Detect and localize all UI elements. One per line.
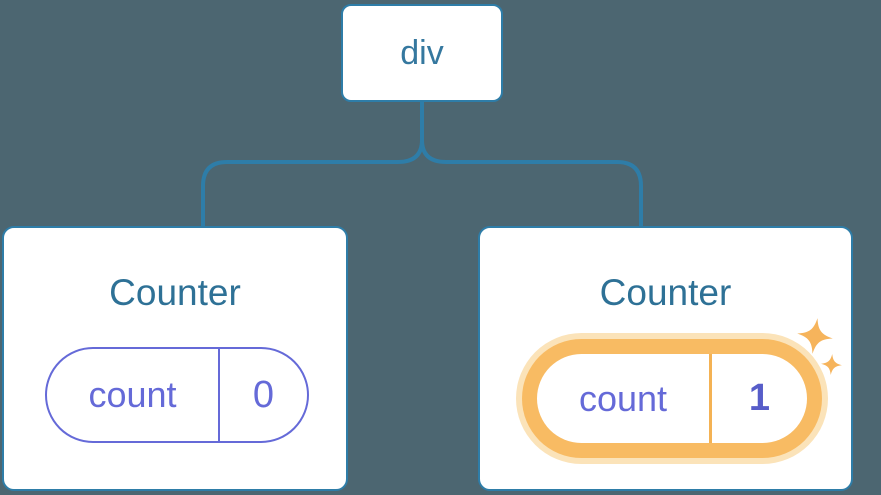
state-name-label: count bbox=[578, 377, 668, 419]
state-pill-highlighted: count 1 bbox=[522, 339, 822, 458]
component-title: Counter bbox=[109, 272, 241, 313]
state-value: 0 bbox=[252, 373, 275, 416]
state-pill-divider bbox=[709, 354, 712, 443]
state-pill: count 1 bbox=[537, 354, 807, 443]
component-title: Counter bbox=[599, 272, 732, 313]
state-value: 1 bbox=[748, 377, 771, 419]
state-pill-divider bbox=[218, 349, 220, 441]
counter-card-right: Counter count 1 bbox=[478, 226, 853, 491]
state-name-label: count bbox=[88, 374, 177, 415]
root-node-div: div bbox=[341, 4, 503, 102]
state-pill: count 0 bbox=[45, 347, 309, 443]
counter-card-left: Counter count 0 bbox=[2, 226, 348, 491]
root-node-label: div bbox=[400, 33, 444, 72]
